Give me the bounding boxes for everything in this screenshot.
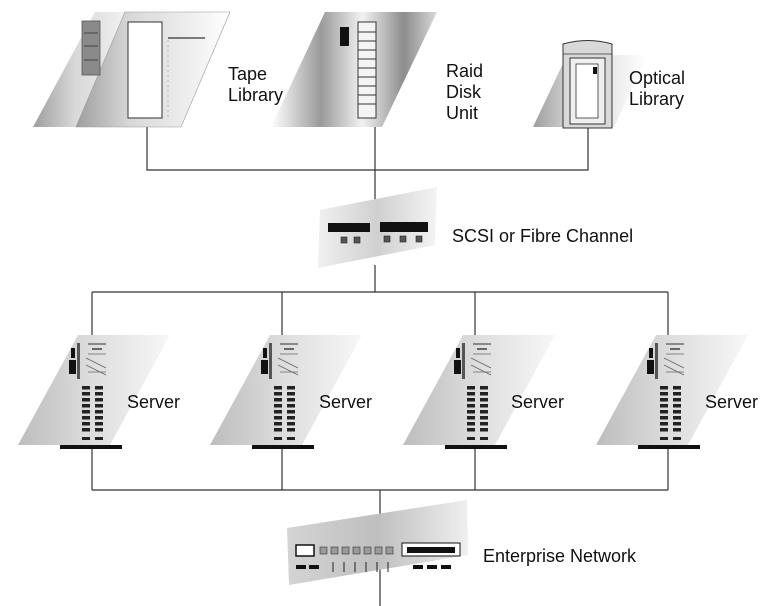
enterprise-network-icon <box>287 500 468 585</box>
tape-library-label-line2: Library <box>228 85 284 105</box>
raid-label-line2: Disk <box>446 82 481 102</box>
enterprise-network-label: Enterprise Network <box>483 546 637 566</box>
storage-bus-line <box>146 127 589 171</box>
server-label-3: Server <box>511 392 565 412</box>
server-icon-3 <box>403 335 555 449</box>
server-icon-4 <box>596 335 748 449</box>
tape-library-label-line1: Tape <box>228 64 268 84</box>
raid-label-line3: Unit <box>446 103 479 123</box>
raid-disk-unit-label: Raid Disk Unit <box>446 61 483 124</box>
server-icon-1 <box>18 335 170 449</box>
optical-label-line2: Library <box>629 89 685 109</box>
server-icon-2 <box>210 335 362 449</box>
optical-library-icon <box>533 40 648 129</box>
optical-label-line1: Optical <box>629 68 686 88</box>
scsi-fibre-channel-switch-icon <box>318 187 437 268</box>
server-label-1: Server <box>127 392 181 412</box>
scsi-fibre-channel-label: SCSI or Fibre Channel <box>452 226 634 246</box>
servers-group <box>18 335 748 449</box>
server-label-4: Server <box>705 392 759 412</box>
tape-library-label: Tape Library <box>228 64 283 106</box>
raid-label-line1: Raid <box>446 61 484 81</box>
raid-disk-unit-icon <box>271 12 437 127</box>
tape-library-icon <box>33 11 231 128</box>
server-label-2: Server <box>319 392 373 412</box>
optical-library-label: Optical Library <box>629 68 685 110</box>
